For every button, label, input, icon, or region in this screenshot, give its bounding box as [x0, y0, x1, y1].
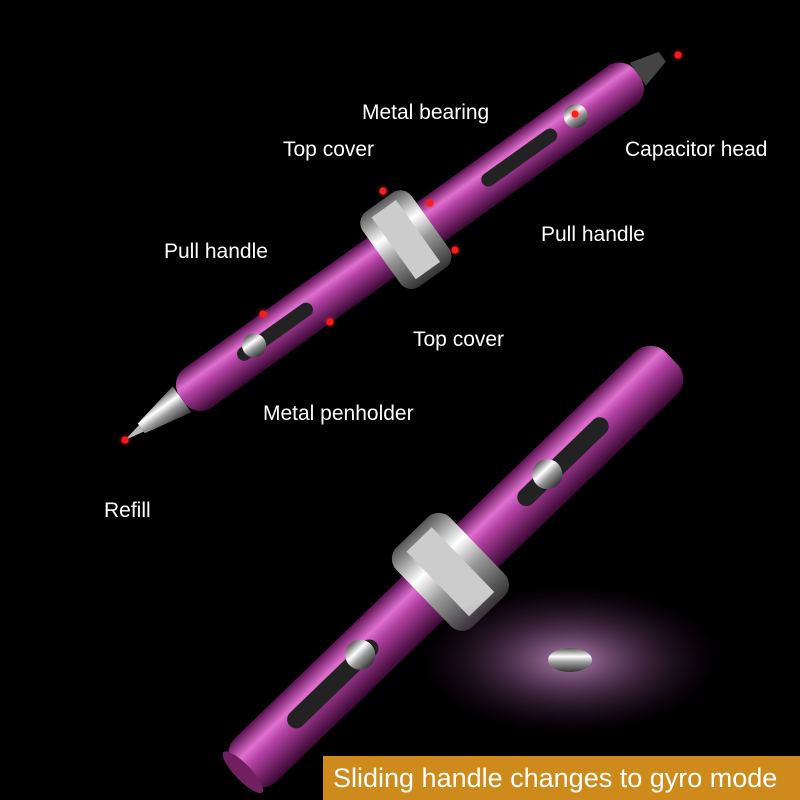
top-cover-lower-marker	[451, 246, 459, 254]
label-metal-bearing: Metal bearing	[362, 101, 490, 124]
refill-marker	[121, 436, 129, 444]
label-pull-handle-left: Pull handle	[164, 240, 268, 263]
metal-penholder-marker	[326, 318, 334, 326]
capacitor-head-marker	[674, 51, 682, 59]
label-pull-handle-right: Pull handle	[541, 223, 645, 246]
pull-handle-left-marker	[259, 310, 267, 318]
pull-handle-right-marker	[571, 110, 579, 118]
caption-banner: Sliding handle changes to gyro mode	[323, 756, 800, 800]
label-refill: Refill	[104, 499, 151, 522]
pen-lower	[222, 345, 684, 794]
label-top-cover-upper: Top cover	[283, 138, 375, 161]
label-metal-penholder: Metal penholder	[263, 402, 414, 425]
top-cover-upper-marker	[379, 187, 387, 195]
label-top-cover-lower: Top cover	[413, 328, 505, 351]
pen-upper	[125, 51, 666, 440]
label-capacitor-head: Capacitor head	[625, 138, 768, 161]
metal-bearing-marker	[426, 199, 434, 207]
